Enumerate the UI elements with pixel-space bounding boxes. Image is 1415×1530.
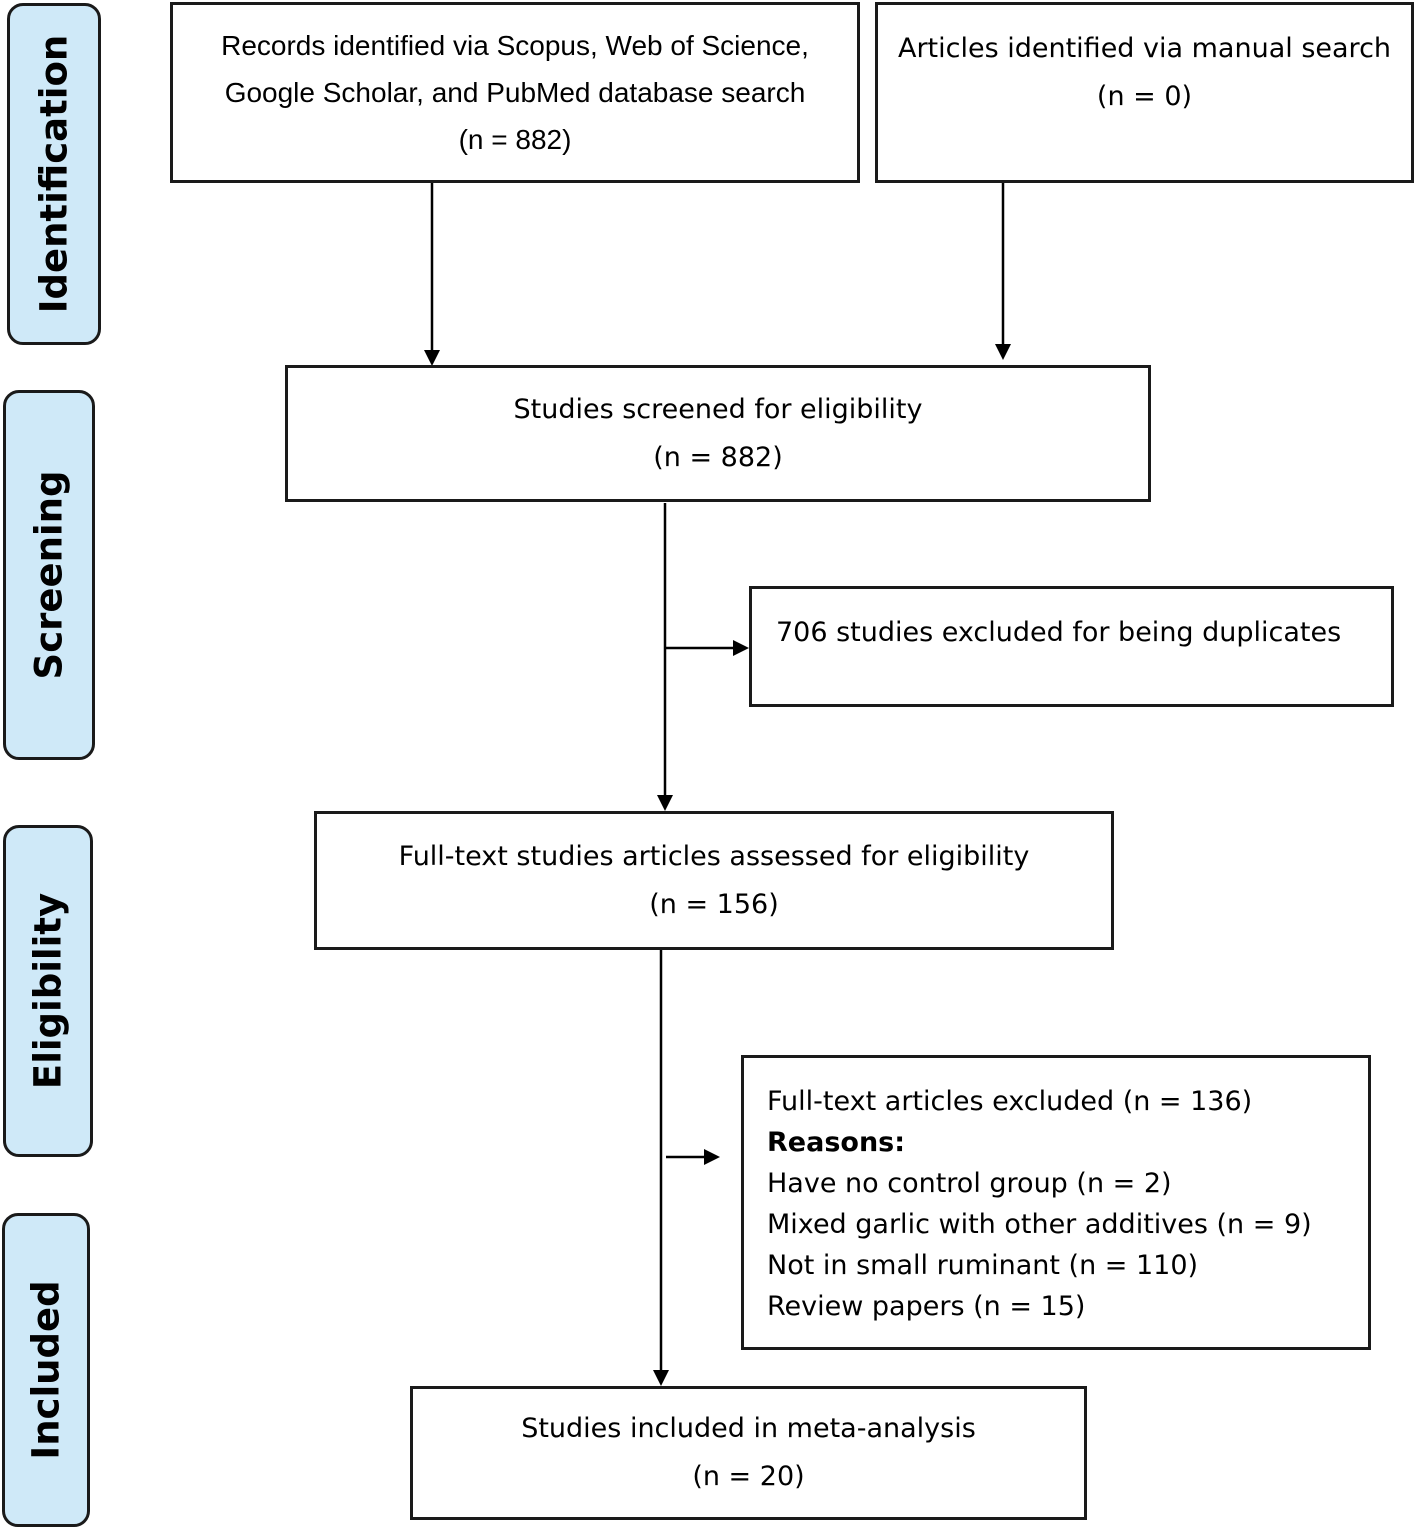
stage-identification: Identification [7,3,101,345]
arrowhead-fulltext [657,795,673,811]
screened-line1: Studies screened for eligibility [513,393,923,425]
full-text-count: (n = 156) [649,888,779,920]
records-identified-line2: Google Scholar, and PubMed database sear… [224,77,806,108]
excluded-reason: Mixed garlic with other additives (n = 9… [767,1209,1312,1240]
excluded-box: Full-text articles excluded (n = 136) Re… [741,1055,1371,1350]
duplicates-text: 706 studies excluded for being duplicate… [776,617,1342,648]
stage-eligibility: Eligibility [3,825,93,1157]
included-count: (n = 20) [692,1461,805,1492]
stage-label-eligibility: Eligibility [26,892,70,1090]
included-line1: Studies included in meta-analysis [521,1413,976,1444]
arrowhead-manual [995,344,1011,360]
arrowhead-duplicates [733,640,749,656]
stage-included: Included [2,1213,90,1527]
records-identified-count: (n = 882) [458,124,572,155]
arrowhead-included [653,1370,669,1386]
screened-box: Studies screened for eligibility (n = 88… [285,365,1151,502]
excluded-reason: Have no control group (n = 2) [767,1168,1172,1199]
stage-screening: Screening [3,390,95,760]
records-identified-line1: Records identified via Scopus, Web of Sc… [221,30,809,61]
full-text-line1: Full-text studies articles assessed for … [398,840,1030,872]
included-box: Studies included in meta-analysis (n = 2… [410,1386,1087,1520]
duplicates-box: 706 studies excluded for being duplicate… [749,586,1394,707]
stage-label-included: Included [24,1280,68,1460]
arrowhead-excluded [704,1149,720,1165]
excluded-reason: Review papers (n = 15) [767,1291,1086,1322]
excluded-reasons-label: Reasons: [767,1127,906,1158]
excluded-reason: Not in small ruminant (n = 110) [767,1250,1199,1281]
arrowhead-records [424,350,440,366]
full-text-box: Full-text studies articles assessed for … [314,811,1114,950]
screened-count: (n = 882) [653,441,783,473]
records-identified-box: Records identified via Scopus, Web of Sc… [170,2,860,183]
excluded-title: Full-text articles excluded (n = 136) [767,1086,1253,1117]
manual-search-box: Articles identified via manual search (n… [875,2,1414,183]
manual-search-count: (n = 0) [1096,81,1193,112]
manual-search-line1: Articles identified via manual search [897,33,1392,64]
stage-label-screening: Screening [27,470,71,680]
stage-label-identification: Identification [32,34,76,314]
